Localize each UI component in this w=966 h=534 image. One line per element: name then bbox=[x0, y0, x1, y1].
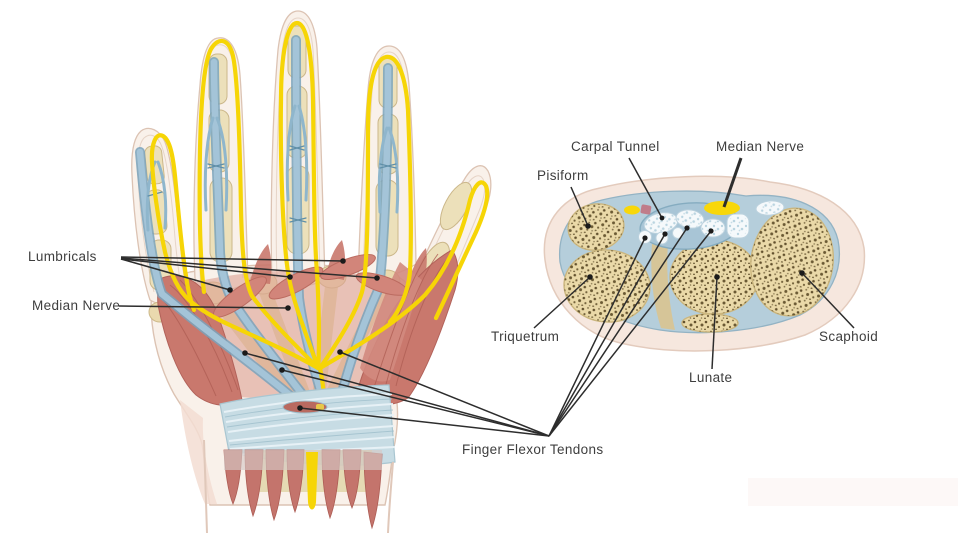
leader-lumbrical-2 bbox=[120, 258, 291, 278]
label-lumbricals: Lumbricals bbox=[28, 249, 97, 264]
label-lunate: Lunate bbox=[689, 370, 733, 385]
carpal-bones bbox=[563, 203, 834, 333]
leader-lumbrical-1 bbox=[120, 258, 231, 291]
label-pisiform: Pisiform bbox=[537, 168, 589, 183]
median-nerve-cross-section bbox=[704, 201, 740, 215]
leader-median-nerve-cross bbox=[722, 157, 743, 208]
wrist-cross-section bbox=[543, 175, 866, 352]
leader-scaphoid bbox=[801, 272, 855, 329]
scaphoid-bone bbox=[750, 207, 834, 317]
leader-dots bbox=[227, 215, 805, 411]
forearm-muscles bbox=[180, 400, 394, 534]
leader-lumbrical-4 bbox=[120, 257, 378, 279]
label-scaphoid: Scaphoid bbox=[819, 329, 879, 344]
leader-pisiform bbox=[570, 186, 589, 227]
leader-median-nerve-hand bbox=[118, 305, 289, 309]
leader-lumbrical-3 bbox=[120, 256, 344, 262]
label-finger-flexor-tendons: Finger Flexor Tendons bbox=[462, 442, 604, 457]
lumbrical-muscles bbox=[213, 254, 409, 318]
small-bone bbox=[681, 313, 739, 333]
label-carpal-tunnel: Carpal Tunnel bbox=[571, 139, 660, 154]
faint-watermark-band bbox=[748, 478, 958, 506]
leader-lunate bbox=[711, 276, 718, 370]
leader-triquetrum bbox=[533, 276, 591, 329]
leader-finger-flexor-fan bbox=[244, 227, 712, 437]
label-median-nerve-cross: Median Nerve bbox=[716, 139, 805, 154]
triquetrum-bone bbox=[563, 249, 651, 323]
pisiform-bone bbox=[567, 203, 625, 251]
carpal-tunnel-region bbox=[624, 200, 785, 250]
leader-lines bbox=[118, 157, 855, 437]
lunate-bone bbox=[669, 239, 759, 315]
label-triquetrum: Triquetrum bbox=[491, 329, 560, 344]
ligament-wedge bbox=[651, 244, 675, 330]
leader-carpal-tunnel bbox=[628, 157, 663, 219]
label-median-nerve-hand: Median Nerve bbox=[32, 298, 121, 313]
hand-illustration bbox=[131, 10, 492, 534]
